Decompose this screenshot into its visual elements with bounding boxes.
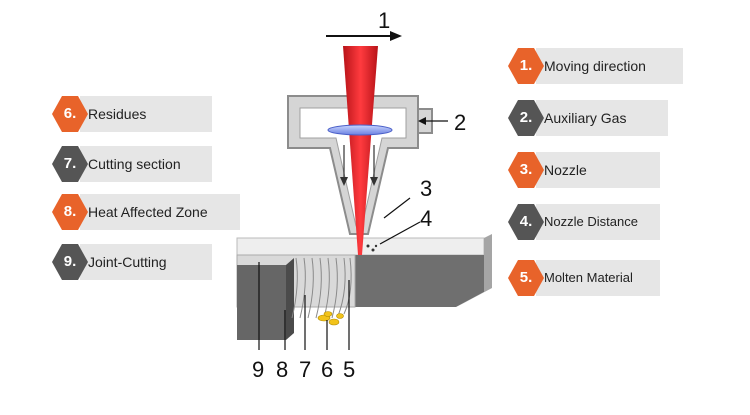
legend-label: Heat Affected Zone [88, 204, 208, 220]
callout-9: 9 [252, 357, 264, 382]
label-background [80, 194, 240, 230]
hexagon-badge-icon [52, 146, 88, 182]
hexagon-badge-icon [508, 204, 544, 240]
callout-6: 6 [321, 357, 333, 382]
label-background [536, 152, 660, 188]
legend-label: Moving direction [544, 58, 646, 74]
badge-number: 3. [519, 161, 533, 178]
legend-label: Molten Material [544, 270, 633, 285]
badge-number: 6. [63, 105, 77, 122]
badge-number: 8. [63, 203, 77, 220]
legend-label: Nozzle [544, 162, 587, 178]
cutting-section-striations [291, 257, 352, 319]
legend-label: Auxiliary Gas [544, 110, 627, 126]
label-background [536, 48, 683, 84]
callout-8: 8 [276, 357, 288, 382]
hexagon-badge-icon [508, 260, 544, 296]
callout-1: 1 [378, 8, 390, 33]
legend-item-joint-cutting: 9. Joint-Cutting [52, 244, 212, 280]
badge-number: 1. [519, 57, 533, 74]
number-badge: 7. [52, 146, 88, 182]
badge-number: 9. [63, 253, 77, 270]
hexagon-badge-icon [508, 152, 544, 188]
hexagon-badge-icon [52, 244, 88, 280]
legend-label: Joint-Cutting [88, 254, 167, 270]
number-badge: 6. [52, 96, 88, 132]
number-badge: 4. [508, 204, 544, 240]
callout-5: 5 [343, 357, 355, 382]
laser-beam [343, 46, 378, 255]
callout-2: 2 [454, 110, 466, 135]
legend-item-molten-material: 5. Molten Material [508, 260, 660, 296]
legend-item-cutting-section: 7. Cutting section [52, 146, 212, 182]
moving-direction-arrow [326, 31, 402, 41]
legend-label: Nozzle Distance [544, 214, 638, 229]
hexagon-badge-icon [508, 100, 544, 136]
number-badge: 9. [52, 244, 88, 280]
legend-item-nozzle: 3. Nozzle [508, 152, 660, 188]
label-background [80, 96, 212, 132]
hexagon-badge-icon [508, 48, 544, 84]
molten-material-drops [317, 311, 344, 326]
callout-7: 7 [299, 357, 311, 382]
workpiece [236, 234, 492, 340]
number-badge: 5. [508, 260, 544, 296]
leader-lines [258, 197, 421, 350]
legend-item-auxiliary-gas: 2. Auxiliary Gas [508, 100, 668, 136]
callout-3: 3 [420, 176, 432, 201]
badge-number: 2. [519, 109, 533, 126]
label-background [536, 204, 660, 240]
legend-item-residues: 6. Residues [52, 96, 212, 132]
legend-item-nozzle-distance: 4. Nozzle Distance [508, 204, 660, 240]
hexagon-badge-icon [52, 194, 88, 230]
badge-number: 7. [63, 155, 77, 172]
focusing-lens [327, 124, 393, 136]
spark-icon [366, 244, 378, 252]
legend-label: Residues [88, 106, 147, 122]
number-badge: 3. [508, 152, 544, 188]
label-background [536, 100, 668, 136]
label-background [80, 244, 212, 280]
hexagon-badge-icon [52, 96, 88, 132]
number-badge: 8. [52, 194, 88, 230]
label-background [536, 260, 660, 296]
legend-label: Cutting section [88, 156, 181, 172]
legend-item-moving-direction: 1. Moving direction [508, 48, 683, 84]
number-badge: 2. [508, 100, 544, 136]
badge-number: 4. [519, 213, 533, 230]
number-badge: 1. [508, 48, 544, 84]
label-background [80, 146, 212, 182]
badge-number: 5. [519, 269, 533, 286]
legend-item-heat-affected-zone: 8. Heat Affected Zone [52, 194, 242, 230]
callout-4: 4 [420, 206, 432, 231]
